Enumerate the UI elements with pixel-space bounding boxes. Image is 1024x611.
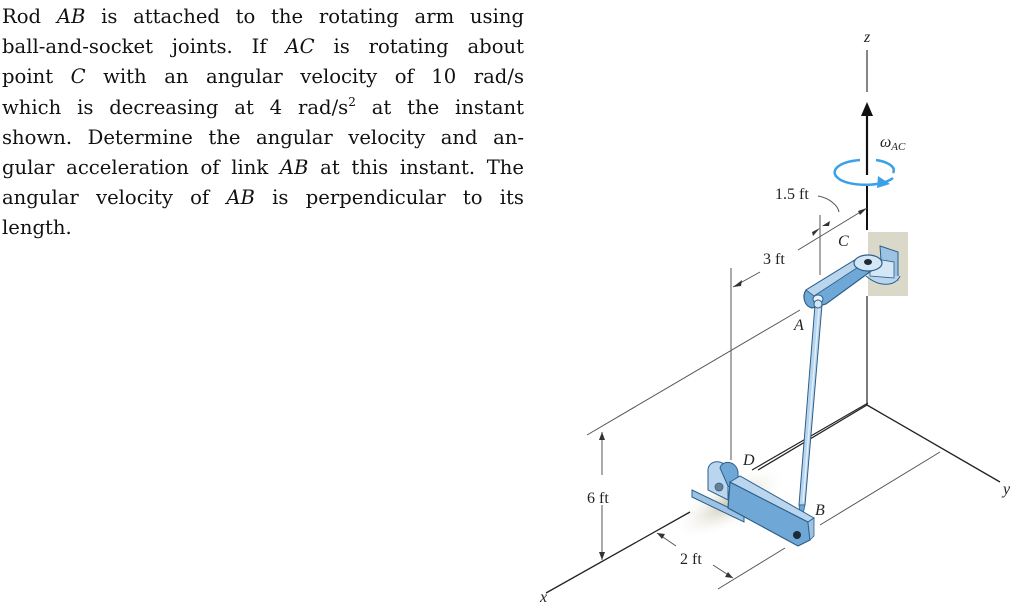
y-axis-label: y — [1001, 481, 1011, 498]
x-axis-label: x — [539, 589, 547, 606]
problem-line-2: ball-and-socket joints. If AC is rotatin… — [2, 35, 524, 59]
point-d-label: D — [742, 452, 755, 469]
problem-line-6: gular acceleration of link AB at this in… — [2, 156, 524, 180]
point-c-label: C — [838, 233, 849, 250]
problem-line-5: shown. Determine the angular velocity an… — [2, 125, 524, 149]
problem-statement: Rod AB is attached to the rotating arm u… — [2, 2, 524, 244]
problem-line-1: Rod AB is attached to the rotating arm u… — [2, 5, 524, 28]
point-a-label: A — [793, 317, 804, 334]
point-b-label: B — [815, 502, 825, 519]
ground-axes — [545, 404, 1001, 594]
problem-line-8: length. — [2, 216, 72, 240]
arm-ac — [803, 254, 883, 309]
link-db — [727, 475, 815, 547]
problem-line-4: which is decreasing at 4 rad/s2 at the i… — [2, 94, 524, 119]
dim-2ft: 2 ft — [680, 551, 702, 568]
omega-ac-vector — [861, 102, 873, 175]
problem-line-7: angular velocity of AB is perpendicular … — [2, 186, 524, 210]
dim-6ft: 6 ft — [587, 490, 609, 507]
omega-ac-label: ωAC — [880, 134, 906, 153]
rod-ab — [798, 299, 823, 515]
problem-line-3: point C with an angular velocity of 10 r… — [2, 65, 524, 89]
rotation-arrow-icon — [833, 158, 895, 188]
dimension-arrows — [599, 208, 867, 578]
dimension-lines — [586, 195, 941, 590]
dim-1-5ft: 1.5 ft — [775, 186, 809, 203]
z-axis-label: z — [863, 29, 871, 46]
dim-3ft: 3 ft — [763, 251, 785, 268]
